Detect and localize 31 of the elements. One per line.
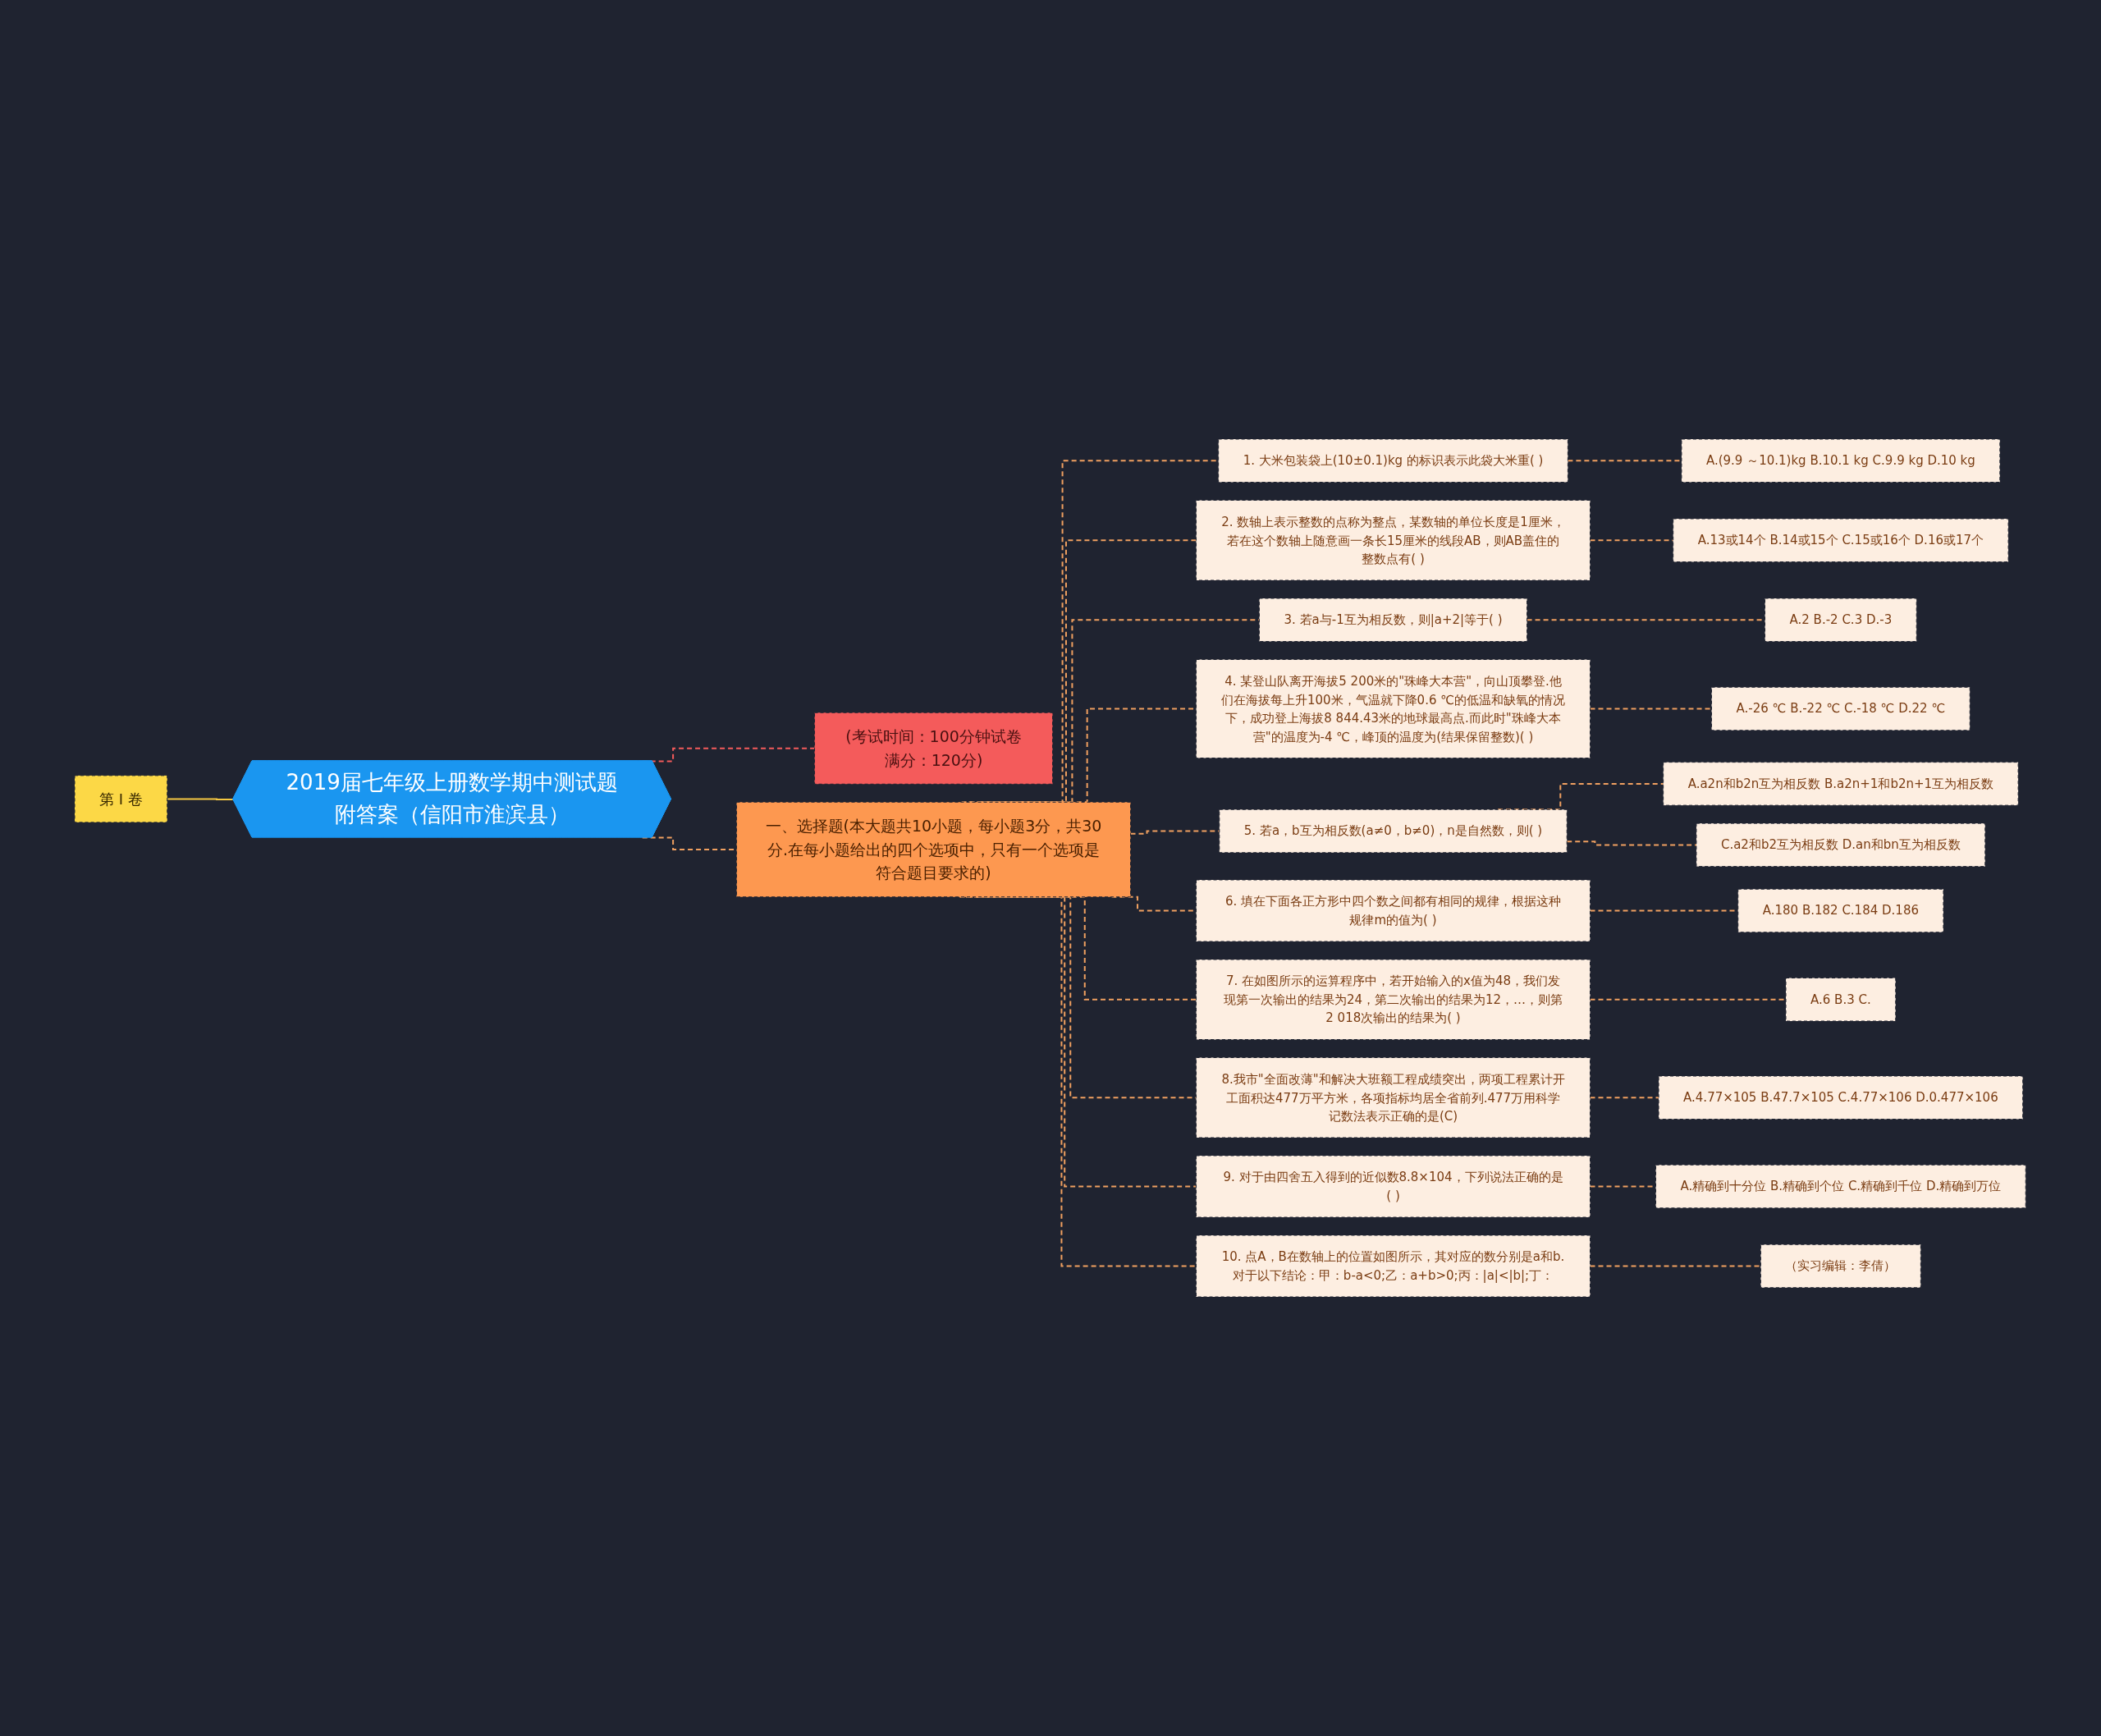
connector [1129,830,1221,835]
connector [1566,841,1698,846]
node-box [1663,762,2019,806]
node-box [1655,1164,2027,1209]
node-box [1681,438,2001,483]
node-box [1196,1155,1591,1218]
node-box [1219,808,1568,854]
node-box [1765,598,1918,642]
node-box [1737,888,1944,933]
connector [1589,708,1713,710]
node-box [74,775,168,823]
node-box [1711,686,1971,731]
node-box [736,801,1132,898]
node-box [1196,959,1591,1040]
connector [1589,539,1675,542]
node-box [1196,1057,1591,1138]
node-box [1696,822,1986,868]
node-box [1673,518,2009,562]
connector [1589,1097,1660,1099]
node-box [1196,500,1591,581]
node-box [1658,1075,2024,1120]
node-box [1218,438,1569,483]
node-box [1196,659,1591,758]
node-box [1760,1244,1922,1289]
node-box [1785,978,1897,1022]
node-box [1196,879,1591,942]
node-box [1196,1234,1591,1298]
node-box [814,712,1054,785]
connector [167,798,235,800]
node-box [1259,598,1528,642]
connector [1589,1265,1762,1267]
